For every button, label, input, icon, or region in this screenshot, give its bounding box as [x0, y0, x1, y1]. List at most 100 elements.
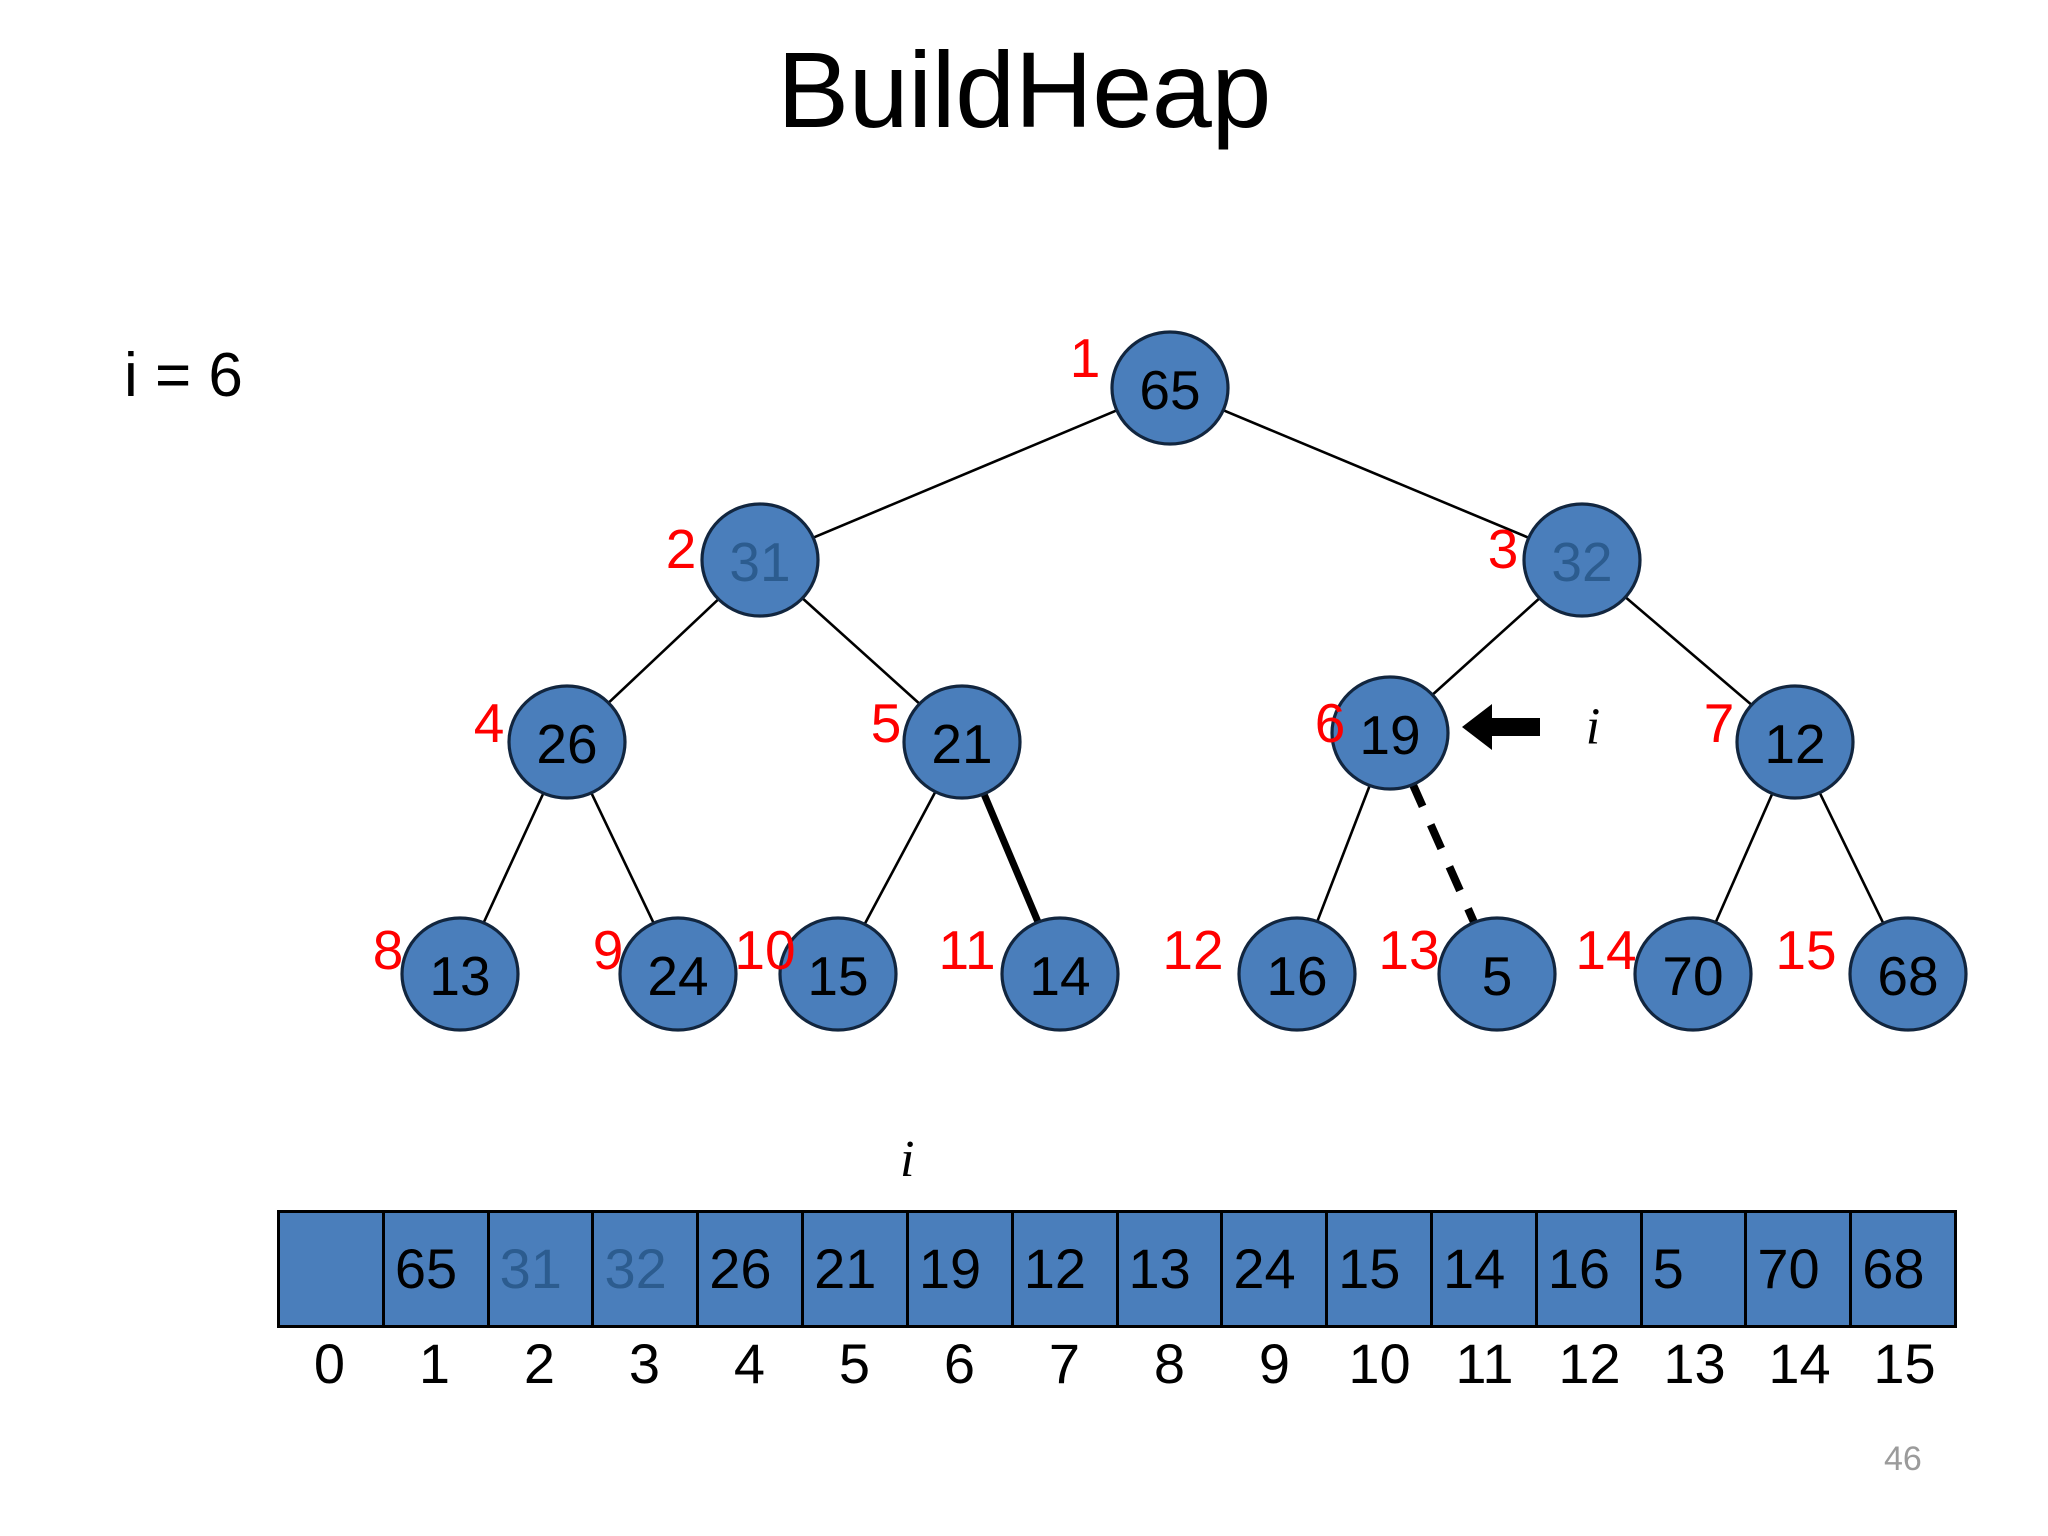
tree-edge — [1817, 790, 1886, 926]
tree-node[interactable]: 651 — [1070, 327, 1230, 446]
node-index-label: 15 — [1775, 919, 1836, 981]
node-circle — [1633, 916, 1753, 1032]
node-index-label: 13 — [1378, 919, 1439, 981]
tree-edge — [1430, 595, 1542, 698]
node-index-label: 6 — [1315, 692, 1346, 754]
node-value: 31 — [729, 531, 790, 593]
array-cell[interactable]: 32 — [594, 1213, 700, 1325]
node-value: 68 — [1877, 945, 1938, 1007]
array-cell[interactable]: 24 — [1223, 1213, 1329, 1325]
array-cell[interactable]: 5 — [1642, 1213, 1748, 1325]
array-index-label: 4 — [733, 1332, 766, 1395]
tree-edge — [800, 595, 922, 707]
array-cell[interactable]: 12 — [1013, 1213, 1119, 1325]
array-cell[interactable]: 15 — [1328, 1213, 1433, 1325]
node-value: 15 — [807, 945, 868, 1007]
node-index-label: 12 — [1162, 919, 1223, 981]
node-circle — [778, 916, 898, 1032]
tree-node[interactable]: 68 15 — [1775, 916, 1968, 1032]
node-circle — [700, 502, 820, 618]
tree-node[interactable]: 12 7 — [1704, 684, 1855, 800]
array-cell[interactable]: 70 — [1747, 1213, 1853, 1325]
array-index-label: 12 — [1558, 1332, 1621, 1395]
tree-node[interactable]: 14 11 — [938, 916, 1120, 1032]
node-index-label: 4 — [474, 692, 505, 754]
tree-edge — [862, 789, 938, 927]
node-circle — [902, 684, 1022, 800]
page-number: 46 — [1884, 1440, 1922, 1478]
array-cell[interactable]: 14 — [1432, 1213, 1538, 1325]
array-index-label: 3 — [628, 1332, 661, 1395]
node-value: 70 — [1662, 945, 1723, 1007]
node-value: 12 — [1764, 713, 1825, 775]
node-circle — [1848, 916, 1968, 1032]
node-index-label: 11 — [938, 919, 995, 981]
array-cell[interactable]: 65 — [384, 1213, 490, 1325]
node-circle — [1110, 330, 1230, 446]
tree-node[interactable]: 70 14 — [1575, 916, 1753, 1032]
tree-edge — [1408, 781, 1479, 926]
tree-edge — [481, 790, 546, 926]
tree-edge — [1220, 408, 1532, 540]
node-value: 24 — [647, 945, 708, 1007]
node-value: 26 — [536, 713, 597, 775]
tree-node[interactable]: 5 13 — [1378, 916, 1557, 1032]
node-circle — [1330, 675, 1450, 791]
node-index-label: 8 — [373, 919, 404, 981]
tree-node[interactable]: 13 8 — [373, 916, 520, 1032]
array-index-label: 7 — [1048, 1332, 1081, 1395]
node-index-label: 14 — [1575, 919, 1636, 981]
tree-edge — [810, 408, 1120, 540]
node-circle — [1437, 916, 1557, 1032]
tree-node[interactable]: 196 — [1315, 675, 1450, 791]
array-index-label: 10 — [1348, 1332, 1411, 1395]
node-value: 13 — [429, 945, 490, 1007]
array-cell[interactable]: 68 — [1852, 1213, 1954, 1325]
array-index-label: 13 — [1663, 1332, 1726, 1395]
tree-edge — [1623, 594, 1754, 708]
page-title: BuildHeap — [777, 29, 1271, 150]
array-index-label: 2 — [523, 1332, 556, 1395]
array-index-label: 0 — [313, 1332, 346, 1395]
node-value: 19 — [1359, 704, 1420, 766]
array-cell[interactable]: 13 — [1118, 1213, 1224, 1325]
node-circle — [618, 916, 738, 1032]
array-cell[interactable]: 19 — [908, 1213, 1014, 1325]
tree-edge — [1315, 783, 1372, 924]
array-cell[interactable] — [280, 1213, 385, 1325]
node-value: 5 — [1482, 945, 1513, 1007]
array-cell[interactable]: 26 — [699, 1213, 805, 1325]
node-circle — [507, 684, 627, 800]
node-index-label: 1 — [1070, 327, 1101, 389]
tree-edge — [979, 790, 1043, 926]
tree-edge — [606, 596, 721, 706]
tree-node[interactable]: 26 4 — [474, 684, 627, 800]
array-index-label: 1 — [418, 1332, 451, 1395]
node-index-label: 7 — [1704, 692, 1735, 754]
tree-node[interactable]: 24 9 — [593, 916, 738, 1032]
array-cell[interactable]: 21 — [804, 1213, 909, 1325]
array-index-label: 15 — [1873, 1332, 1936, 1395]
node-value: 16 — [1266, 945, 1327, 1007]
array-index-label: 14 — [1768, 1332, 1831, 1395]
array-index-label: 11 — [1455, 1332, 1514, 1395]
tree-node[interactable]: 215 — [871, 684, 1022, 800]
node-circle — [1522, 502, 1642, 618]
node-value: 14 — [1029, 945, 1090, 1007]
tree-node[interactable]: 312 — [666, 502, 820, 618]
left-arrow-icon — [1462, 704, 1540, 750]
node-circle — [400, 916, 520, 1032]
node-value: 32 — [1551, 531, 1612, 593]
tree-node[interactable]: 323 — [1488, 502, 1642, 618]
node-circle — [1000, 916, 1120, 1032]
array-cell[interactable]: 16 — [1537, 1213, 1643, 1325]
node-index-label: 9 — [593, 919, 624, 981]
tree-edge — [1713, 791, 1775, 925]
array-cell[interactable]: 31 — [489, 1213, 595, 1325]
